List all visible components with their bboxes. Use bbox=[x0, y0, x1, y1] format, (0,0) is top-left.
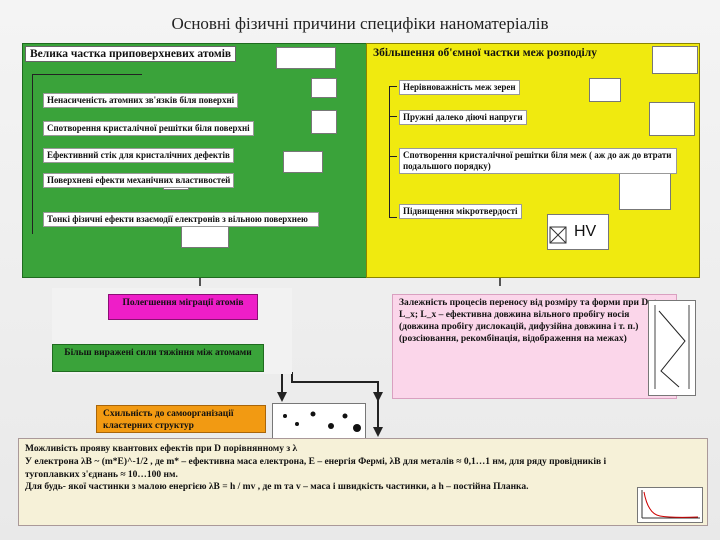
migration-box: Полегшення міграції атомів bbox=[108, 294, 258, 320]
indenter-icon bbox=[549, 226, 567, 244]
lattice-distortion-image bbox=[311, 110, 337, 134]
right-bracket bbox=[389, 86, 390, 218]
left-bracket-top bbox=[32, 74, 142, 75]
surface-atoms-panel: Велика частка приповерхневих атомів Нена… bbox=[22, 43, 367, 278]
right-item-microhardness: Підвищення мікротвердості bbox=[399, 204, 522, 219]
clusters-icon bbox=[283, 411, 361, 432]
footer-line-2: У електрона λB ~ (m*E)^-1/2 , де m* – еф… bbox=[25, 456, 607, 480]
left-item-defects: Ефективний стік для кристалічних дефекті… bbox=[43, 148, 234, 163]
right-tick-3 bbox=[389, 156, 397, 157]
surface-lattice-image bbox=[276, 47, 336, 69]
grain-boundary-heading: Збільшення об'ємної частки меж розподілу bbox=[369, 46, 601, 60]
quantum-effects-footer: Можливість прояву квантових ефектів при … bbox=[18, 438, 708, 526]
hv-label: HV bbox=[574, 223, 597, 240]
left-item-lattice: Спотворення кристалічної решітки біля по… bbox=[43, 121, 254, 136]
path-diagram-image bbox=[648, 300, 696, 396]
energy-curve-image bbox=[637, 487, 703, 523]
left-item-mechanical: Поверхневі ефекти механічних властивосте… bbox=[43, 173, 235, 188]
hv-image: HV bbox=[547, 214, 609, 250]
right-tick-2 bbox=[389, 116, 397, 117]
surface-atoms-heading: Велика частка приповерхневих атомів bbox=[25, 46, 237, 62]
atom-boxes-group: Полегшення міграції атомів Більш виражен… bbox=[52, 288, 292, 374]
self-organization-box: Схильність до самоорганізації кластерних… bbox=[96, 405, 266, 433]
stress-image bbox=[649, 102, 695, 136]
footer-line-3: Для будь- якої частинки з малою енергією… bbox=[25, 482, 529, 493]
left-bracket bbox=[32, 74, 33, 234]
footer-line-1: Можливість прояву квантових ефектів при … bbox=[25, 444, 298, 454]
grain-boundary-panel: Збільшення об'ємної частки меж розподілу… bbox=[366, 43, 700, 278]
atom-bond-image bbox=[311, 78, 337, 98]
right-item-nonequilibrium: Нерівноважність меж зерен bbox=[399, 80, 520, 95]
left-item-electrons: Тонкі фізичні ефекти взаємодії електроні… bbox=[43, 212, 319, 227]
attraction-box: Більш виражені сили тяжіння між атомами bbox=[52, 344, 264, 372]
defect-sink-image bbox=[283, 151, 323, 173]
decay-curve-icon bbox=[641, 490, 700, 519]
left-item-bonds: Ненасиченість атомних зв'язків біля пове… bbox=[43, 93, 239, 108]
grain-boundary-image bbox=[589, 78, 621, 102]
cluster-image bbox=[272, 403, 366, 439]
trajectory-icon bbox=[654, 305, 690, 389]
right-item-stress: Пружні далеко діючі напруги bbox=[399, 110, 527, 125]
right-item-distortion: Спотворення кристалічної решітки біля ме… bbox=[399, 148, 677, 174]
right-tick-4 bbox=[389, 217, 397, 218]
right-tick-1 bbox=[389, 86, 397, 87]
page-title: Основні фізичні причини специфіки нанома… bbox=[171, 14, 549, 33]
grain-structure-image bbox=[652, 46, 698, 74]
transport-box: Залежність процесів переносу від розміру… bbox=[392, 294, 677, 399]
